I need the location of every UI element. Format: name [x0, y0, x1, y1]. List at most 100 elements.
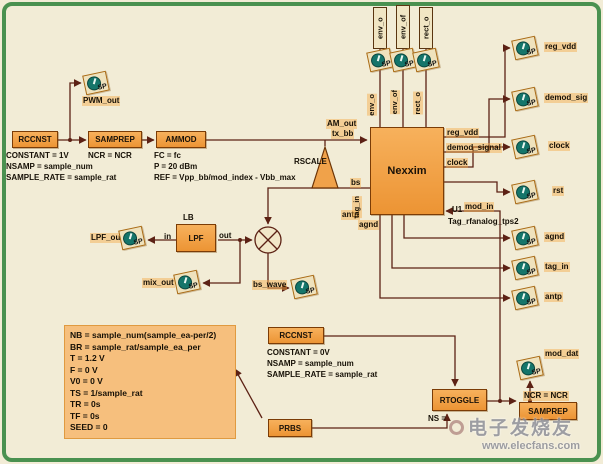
net-label-am-out: AM_out: [326, 119, 358, 129]
net-label-demod-sig: demod_sig: [544, 93, 589, 103]
wire: [444, 44, 511, 138]
block-prbs[interactable]: PRBS: [268, 419, 312, 437]
watermark-url: www.elecfans.com: [482, 440, 581, 452]
pin-label-rect-o: rect_o: [413, 92, 423, 115]
ammod-params: FC = fc P = 20 dBm REF = Vpp_bb/mod_inde…: [154, 151, 296, 182]
block-rccnst-2[interactable]: RCCNST: [268, 327, 324, 344]
param-line: TF = 0s: [70, 410, 100, 421]
wire: [234, 368, 263, 419]
net-label-reg-vdd: reg_vdd: [544, 42, 578, 52]
watermark-brand: 电子发烧友: [468, 418, 574, 439]
block-rccnst-1[interactable]: RCCNST: [12, 131, 58, 148]
param-line: SEED = 0: [70, 422, 108, 432]
junction-dot: [238, 238, 242, 242]
net-label-bs: bs: [350, 178, 362, 188]
rtoggle-params: NS =: [428, 414, 447, 423]
probe-sp-label: SP: [526, 237, 537, 247]
wire: [267, 253, 290, 292]
wire: [202, 240, 241, 287]
mixer-symbol[interactable]: [254, 226, 282, 254]
net-label-lpf-out: LPF_out: [90, 233, 124, 243]
junction-dot: [68, 138, 72, 142]
probe-sp-label: SP: [427, 59, 438, 69]
block-label: RTOGGLE: [439, 395, 480, 405]
wire: [444, 181, 511, 196]
probe-sp-label: SP: [305, 286, 316, 296]
block-label: RCCNST: [18, 135, 52, 144]
pin-label-env-o: env_o: [367, 94, 377, 116]
block-rtoggle[interactable]: RTOGGLE: [432, 389, 487, 411]
pin-label-clock: clock: [446, 158, 469, 168]
wire: [312, 413, 451, 429]
lpf-pin-out: out: [219, 231, 232, 240]
probe-sp-label: SP: [188, 281, 199, 291]
wire: [445, 207, 501, 401]
net-label-mix-out: mix_out: [142, 278, 175, 288]
probe-sp-label: SP: [531, 367, 542, 377]
block-label: SAMPREP: [95, 135, 135, 144]
net-box-env-of[interactable]: env_of: [396, 5, 410, 49]
samprep1-params: NCR = NCR: [88, 151, 132, 160]
param-line: V0 = 0 V: [70, 376, 103, 386]
rccnst2-params: CONSTANT = 0V NSAMP = sample_num SAMPLE_…: [267, 348, 378, 379]
samprep2-param-ncr: NCR = NCR: [523, 391, 569, 401]
rscale-amplifier-symbol[interactable]: [311, 145, 339, 189]
pin-label-env-of: env_of: [390, 90, 400, 115]
block-lpf[interactable]: LPF: [176, 224, 216, 252]
block-label: LPF: [188, 233, 204, 243]
rscale-label: RSCALE: [294, 157, 327, 166]
watermark-logo-icon: [449, 420, 464, 435]
probe-sp-label: SP: [526, 146, 537, 156]
rccnst1-params: CONSTANT = 1V NSAMP = sample_num SAMPLE_…: [6, 151, 117, 182]
wire: [444, 95, 511, 153]
net-label-pwm-out: PWM_out: [82, 96, 121, 106]
pin-label-agnd: agnd: [358, 220, 380, 230]
probe-sp-label: SP: [133, 237, 144, 247]
junction-dot: [498, 399, 502, 403]
pin-label-mod-in: mod_in: [464, 202, 495, 212]
probe-sp-label: SP: [97, 82, 108, 92]
probe-sp-label: SP: [526, 47, 537, 57]
probe-sp-label: SP: [526, 191, 537, 201]
block-nexxim[interactable]: Nexxim: [370, 127, 444, 215]
param-line: NB = sample_num(sample_ea-per/2): [70, 330, 217, 340]
block-label: PRBS: [278, 423, 302, 433]
net-label-tx-bb: tx_bb: [331, 129, 355, 139]
wire: [391, 215, 511, 272]
lpf-group-label: LB: [183, 213, 194, 222]
pin-label-antp: antp: [341, 210, 360, 220]
nexxim-refdes: U1: [452, 205, 463, 214]
block-label: RCCNST: [279, 331, 313, 340]
wire: [379, 215, 511, 302]
net-label-antp: antp: [544, 292, 563, 302]
block-samprep-2[interactable]: SAMPREP: [519, 402, 577, 420]
block-ammod[interactable]: AMMOD: [156, 131, 206, 148]
nexxim-part-name: Tag_rfanalog_tps2: [448, 217, 519, 226]
probe-sp-label: SP: [526, 267, 537, 277]
probe-sp-label: SP: [526, 98, 537, 108]
lpf-pin-in: in: [164, 232, 172, 241]
wire: [69, 79, 82, 140]
net-box-rect-o[interactable]: rect_o: [419, 7, 433, 49]
param-line: F = 0 V: [70, 364, 98, 375]
param-line: TR = 0s: [70, 399, 101, 409]
block-label: SAMPREP: [528, 406, 568, 416]
parameter-note-box[interactable]: NB = sample_num(sample_ea-per/2) BR = sa…: [64, 325, 236, 439]
net-label-clock: clock: [548, 141, 571, 151]
block-label: AMMOD: [165, 135, 197, 144]
param-line: BR = sample_rat/sample_ea_per: [70, 341, 201, 352]
pin-label-tag-in: tag_in: [352, 196, 362, 219]
param-line: T = 1.2 V: [70, 353, 105, 363]
block-samprep-1[interactable]: SAMPREP: [88, 131, 142, 148]
block-label: Nexxim: [387, 165, 427, 177]
pin-label-reg-vdd: reg_vdd: [446, 128, 480, 138]
wire: [324, 335, 459, 387]
pin-label-demod-signal: demod_signal: [446, 143, 502, 153]
param-line: TS = 1/sample_rat: [70, 387, 143, 398]
wire: [444, 143, 511, 168]
net-label-rst: rst: [552, 186, 565, 196]
probe-sp-label: SP: [526, 297, 537, 307]
net-label-mod-dat: mod_dat: [544, 349, 580, 359]
net-box-env-o[interactable]: env_o: [373, 7, 387, 49]
